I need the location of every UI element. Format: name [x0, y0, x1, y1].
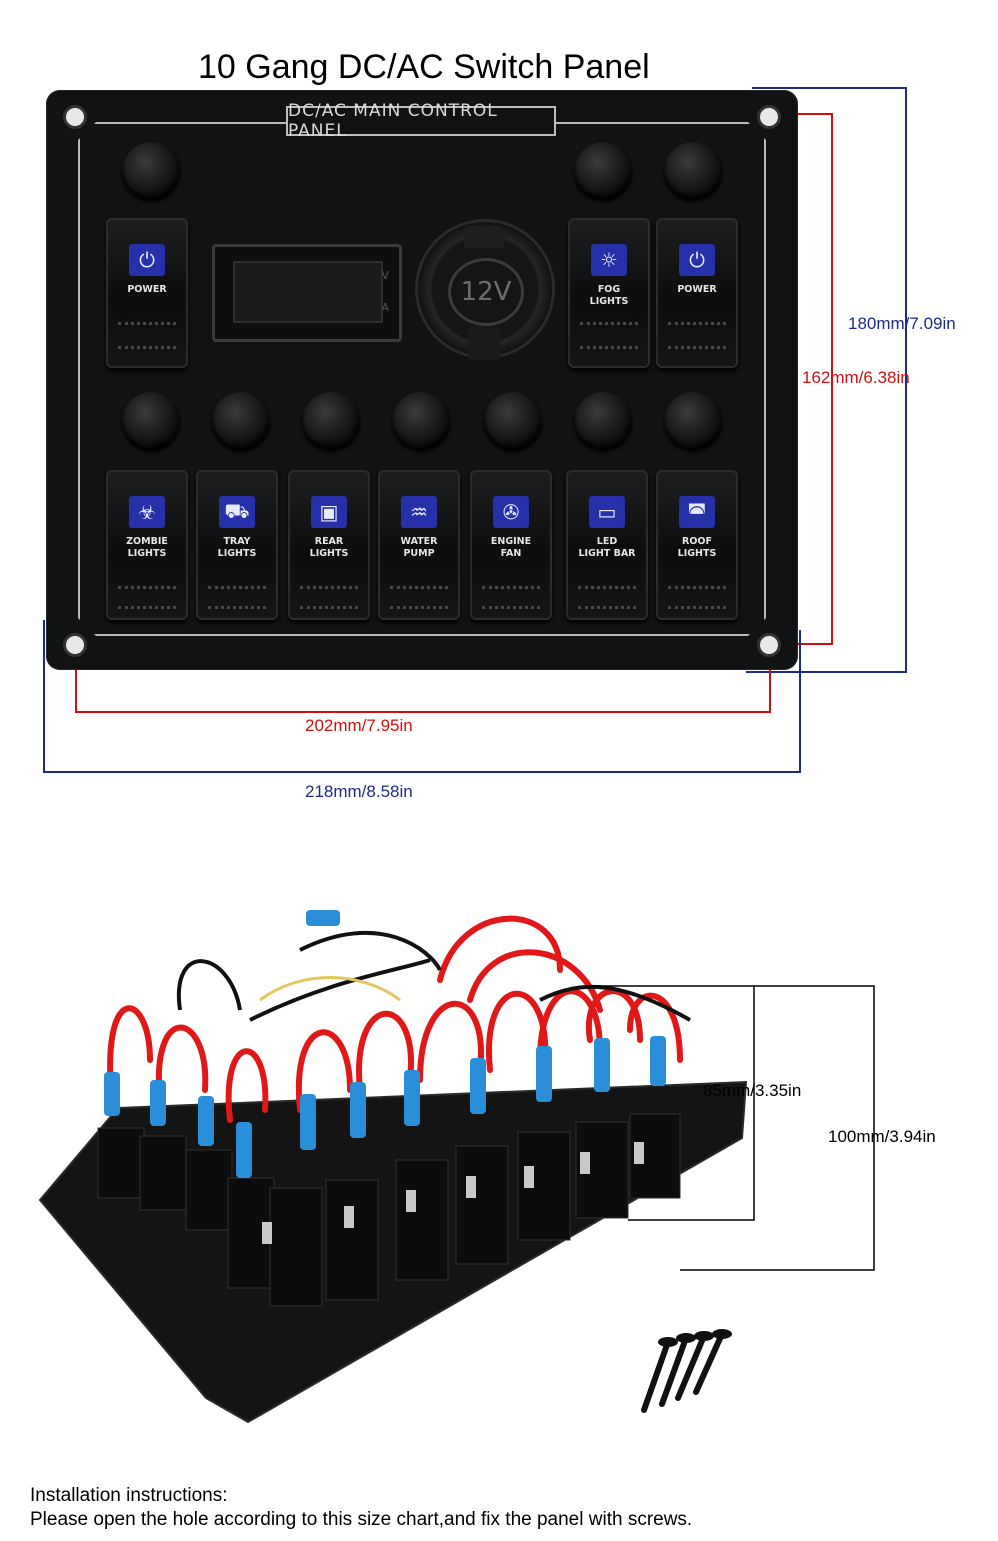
- switch-label: TRAY LIGHTS: [217, 536, 257, 559]
- dim-depth-outer: 100mm/3.94in: [828, 1127, 936, 1146]
- 12v-socket[interactable]: 12V: [418, 222, 552, 360]
- panel-back-wiring-photo: [38, 910, 875, 1424]
- rocker-switch-power[interactable]: ⏻ POWER: [656, 218, 738, 368]
- rocker-switch-tray-lights[interactable]: ⛟ TRAY LIGHTS: [196, 470, 278, 620]
- dimension-lines: [43, 87, 907, 773]
- fuse-cap[interactable]: [212, 392, 270, 450]
- dim-depth-inner: 85mm/3.35in: [703, 1081, 802, 1100]
- fuse-cap[interactable]: [664, 142, 722, 200]
- mount-hole: [760, 108, 778, 126]
- rocker-switch-power[interactable]: ⏻ POWER: [106, 218, 188, 368]
- tray-truck-icon: ⛟: [219, 496, 255, 528]
- roof-lights-icon: ◚: [679, 496, 715, 528]
- fuse-cap[interactable]: [664, 392, 722, 450]
- voltmeter-display: V A: [212, 244, 402, 342]
- switch-label: FOG LIGHTS: [589, 284, 629, 307]
- rocker-switch-water-pump[interactable]: ♒ WATER PUMP: [378, 470, 460, 620]
- rocker-switch-roof-lights[interactable]: ◚ ROOF LIGHTS: [656, 470, 738, 620]
- mount-hole: [66, 108, 84, 126]
- dim-height-outer: 180mm/7.09in: [848, 314, 956, 333]
- rocker-switch-engine-fan[interactable]: ✇ ENGINE FAN: [470, 470, 552, 620]
- panel-label: DC/AC MAIN CONTROL PANEL: [286, 101, 556, 141]
- mount-hole: [760, 636, 778, 654]
- instructions-text: Please open the hole according to this s…: [30, 1509, 693, 1530]
- socket-label: 12V: [448, 258, 524, 326]
- biohazard-icon: ☣: [129, 496, 165, 528]
- volt-unit: V: [381, 269, 389, 282]
- socket-cap: [464, 226, 504, 248]
- rocker-switch-rear-lights[interactable]: ▣ REAR LIGHTS: [288, 470, 370, 620]
- installation-instructions: Installation instructions: Please open t…: [30, 1484, 692, 1532]
- rocker-switch-led-light-bar[interactable]: ▭ LED LIGHT BAR: [566, 470, 648, 620]
- led-light-bar-icon: ▭: [589, 496, 625, 528]
- switch-label: LED LIGHT BAR: [578, 536, 636, 559]
- fuse-cap[interactable]: [484, 392, 542, 450]
- fog-lights-icon: ☼: [591, 244, 627, 276]
- water-pump-icon: ♒: [401, 496, 437, 528]
- mount-hole: [66, 636, 84, 654]
- fuse-cap[interactable]: [574, 392, 632, 450]
- engine-fan-icon: ✇: [493, 496, 529, 528]
- fuse-cap[interactable]: [392, 392, 450, 450]
- rocker-switch-fog-lights[interactable]: ☼ FOG LIGHTS: [568, 218, 650, 368]
- switch-label: ROOF LIGHTS: [677, 536, 717, 559]
- dim-height-holes: 162mm/6.38in: [802, 368, 910, 387]
- rocker-switch-zombie-lights[interactable]: ☣ ZOMBIE LIGHTS: [106, 470, 188, 620]
- switch-label: WATER PUMP: [400, 536, 438, 559]
- page-title: 10 Gang DC/AC Switch Panel: [198, 48, 650, 86]
- power-icon: ⏻: [129, 244, 165, 276]
- amp-unit: A: [381, 301, 389, 314]
- fuse-cap[interactable]: [122, 142, 180, 200]
- socket-cap-tab: [468, 326, 500, 360]
- fuse-cap[interactable]: [574, 142, 632, 200]
- switch-label: ENGINE FAN: [490, 536, 532, 559]
- switch-label: REAR LIGHTS: [309, 536, 349, 559]
- fuse-cap[interactable]: [122, 392, 180, 450]
- switch-label: POWER: [677, 284, 717, 295]
- fuse-cap[interactable]: [302, 392, 360, 450]
- dim-width-holes: 202mm/7.95in: [305, 716, 413, 735]
- switch-label: POWER: [127, 284, 167, 295]
- instructions-heading: Installation instructions:: [30, 1485, 228, 1506]
- dim-width-outer: 218mm/8.58in: [305, 782, 413, 801]
- rear-lights-icon: ▣: [311, 496, 347, 528]
- switch-label: ZOMBIE LIGHTS: [126, 536, 168, 559]
- power-icon: ⏻: [679, 244, 715, 276]
